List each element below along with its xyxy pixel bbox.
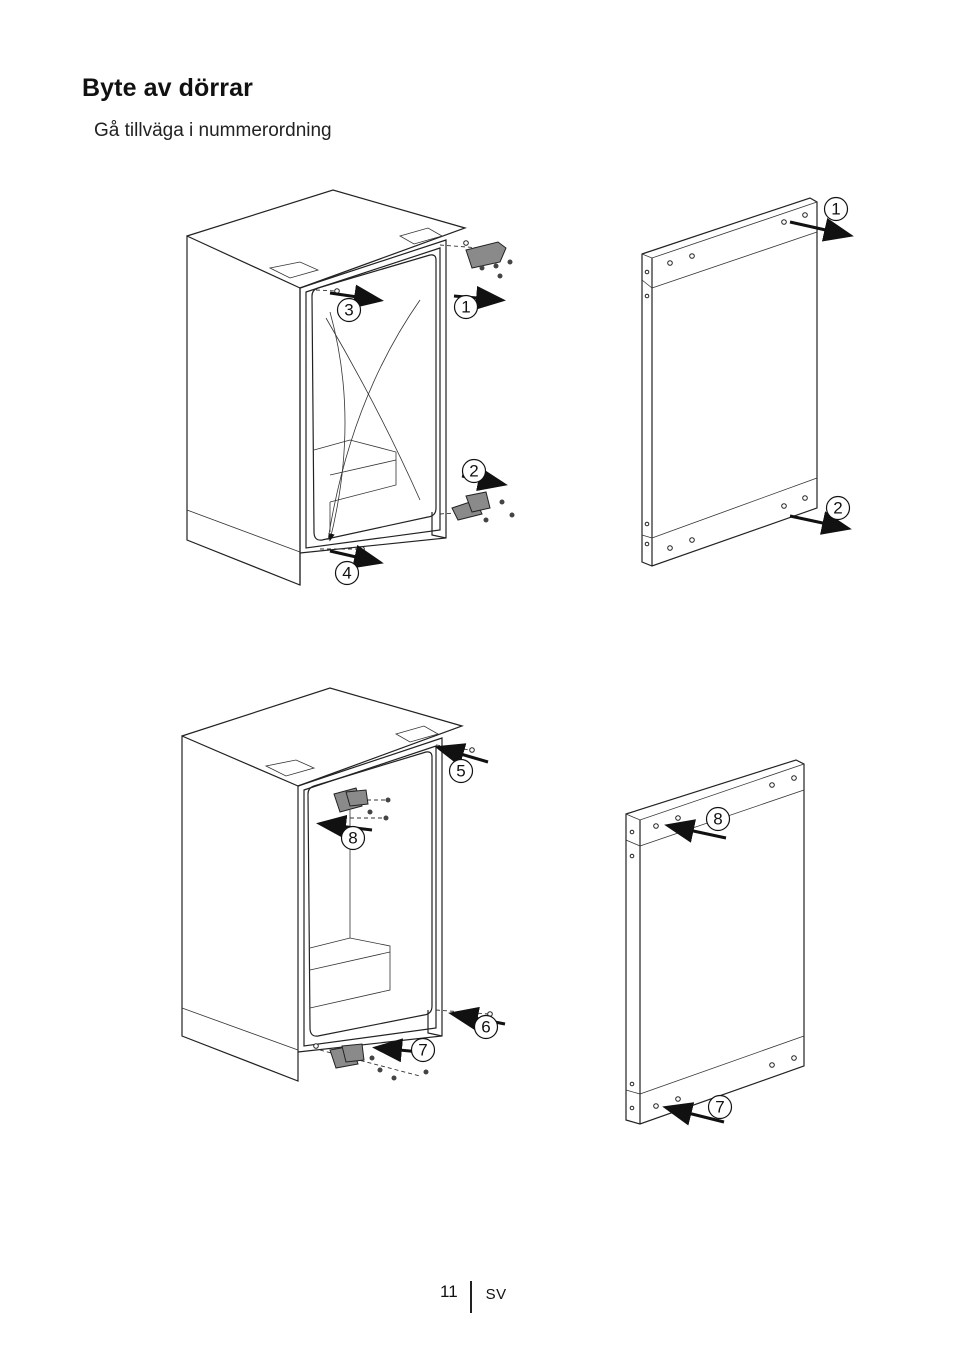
svg-text:2: 2 xyxy=(469,462,478,481)
callout-3-top-cabinet: 3 xyxy=(336,297,362,323)
svg-text:3: 3 xyxy=(344,301,353,320)
callout-1-top-cabinet: 1 xyxy=(453,294,479,320)
callout-5-bottom-cabinet: 5 xyxy=(448,758,474,784)
callout-2-top-cabinet: 2 xyxy=(461,458,487,484)
svg-text:2: 2 xyxy=(833,499,842,518)
page-number: 11 xyxy=(440,1282,458,1301)
svg-text:1: 1 xyxy=(461,298,470,317)
callout-8-bottom-door: 8 xyxy=(705,806,731,832)
svg-text:8: 8 xyxy=(348,829,357,848)
svg-text:1: 1 xyxy=(831,200,840,219)
callout-2-top-door: 2 xyxy=(825,495,851,521)
callout-7-bottom-door: 7 xyxy=(707,1094,733,1120)
svg-text:8: 8 xyxy=(713,810,722,829)
door-figure-bottom: 8 7 xyxy=(625,759,805,1126)
door-figure-top: 1 2 xyxy=(641,196,854,567)
cabinet-figure-bottom: 5 6 7 8 xyxy=(181,687,506,1082)
svg-text:4: 4 xyxy=(342,564,351,583)
callout-1-top-door: 1 xyxy=(823,196,849,222)
callout-6-bottom-cabinet: 6 xyxy=(473,1014,499,1040)
page-title: Byte av dörrar xyxy=(82,74,253,102)
svg-text:6: 6 xyxy=(481,1018,490,1037)
page-subtitle: Gå tillväga i nummerordning xyxy=(94,120,332,141)
svg-text:7: 7 xyxy=(418,1041,427,1060)
callout-8-bottom-cabinet: 8 xyxy=(340,825,366,851)
page-footer: 11 SV xyxy=(440,1281,507,1313)
callout-7-bottom-cabinet: 7 xyxy=(410,1037,436,1063)
footer-divider xyxy=(469,1281,472,1313)
svg-text:5: 5 xyxy=(456,762,465,781)
svg-text:7: 7 xyxy=(715,1098,724,1117)
cabinet-figure-top: 1 2 3 4 xyxy=(186,189,515,586)
callout-4-top-cabinet: 4 xyxy=(334,560,360,586)
language-code: SV xyxy=(485,1286,507,1303)
